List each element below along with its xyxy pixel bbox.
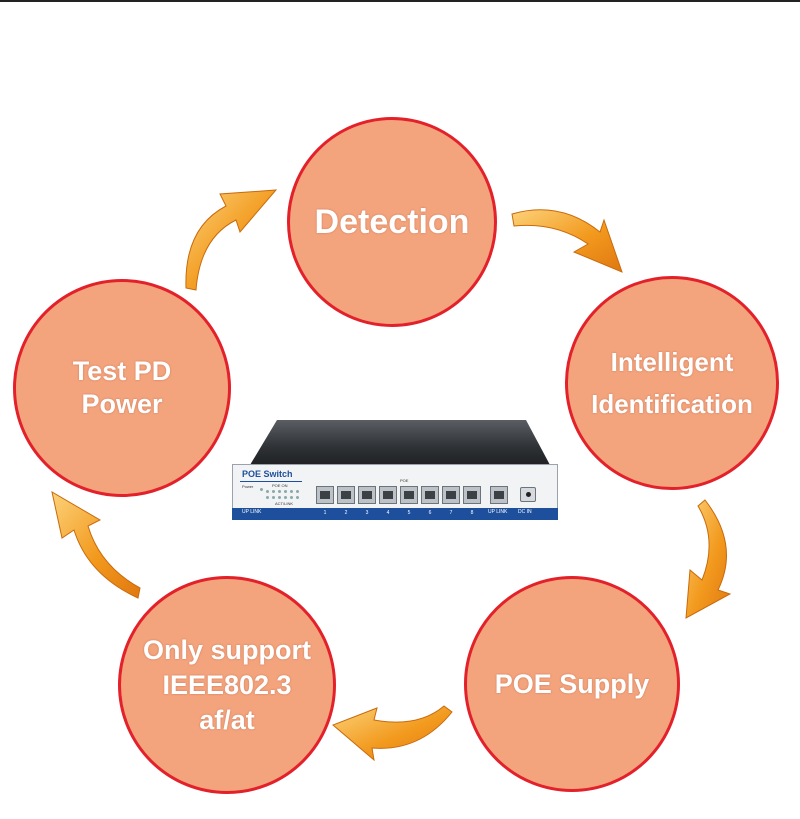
switch-brand-label: POE Switch <box>242 469 293 479</box>
led <box>272 496 275 499</box>
led <box>278 490 281 493</box>
dc-in-label: DC IN <box>518 509 532 515</box>
uplink-left-label: UP LINK <box>242 509 262 515</box>
ieee-support-label: Only support IEEE802.3 af/at <box>143 634 311 735</box>
led <box>266 490 269 493</box>
led <box>284 496 287 499</box>
port-number: 6 <box>428 510 432 516</box>
port-number: 5 <box>407 510 411 516</box>
test-pd-power-node: Test PD Power <box>13 279 231 497</box>
port-number: 4 <box>386 510 390 516</box>
port-number: 2 <box>344 510 348 516</box>
port-number: 1 <box>323 510 327 516</box>
ethernet-port <box>316 486 334 504</box>
poe-on-label: POE ON <box>272 483 288 488</box>
arrow-poe-to-ieee <box>332 705 453 762</box>
ethernet-port <box>337 486 355 504</box>
switch-brand-underline <box>240 481 302 482</box>
led <box>290 490 293 493</box>
led <box>266 496 269 499</box>
ieee-support-node: Only support IEEE802.3 af/at <box>118 576 336 794</box>
ethernet-port <box>358 486 376 504</box>
led <box>278 496 281 499</box>
test-pd-power-label: Test PD Power <box>72 356 172 419</box>
port-number: 7 <box>449 510 453 516</box>
ethernet-port <box>400 486 418 504</box>
ethernet-port <box>421 486 439 504</box>
uplink-port <box>490 486 508 504</box>
ethernet-port <box>379 486 397 504</box>
switch-front-band <box>232 508 558 520</box>
arrow-test-to-detection <box>185 189 278 291</box>
led <box>272 490 275 493</box>
intelligent-identification-label: Intelligent Identification <box>591 347 753 419</box>
detection-label: Detection <box>314 202 470 241</box>
power-led <box>260 488 263 491</box>
led <box>296 490 299 493</box>
led <box>290 496 293 499</box>
port-number: 8 <box>470 510 474 516</box>
poe-ports-label: POE <box>400 478 409 483</box>
dc-power-jack <box>520 487 536 502</box>
top-border-line <box>0 0 800 2</box>
arrow-ieee-to-test <box>51 490 141 599</box>
act-link-label: ACT/LINK <box>275 501 294 506</box>
ethernet-port <box>442 486 460 504</box>
arrow-detection-to-identification <box>511 209 623 273</box>
poe-switch-device: POE Switch Power POE ON POE ACT/LINK UP … <box>230 420 560 530</box>
ethernet-port <box>463 486 481 504</box>
poe-supply-node: POE Supply <box>464 576 680 792</box>
uplink-right-label: UP LINK <box>488 509 508 515</box>
switch-top-panel <box>250 420 550 465</box>
intelligent-identification-node: Intelligent Identification <box>565 276 779 490</box>
power-label: Power <box>242 484 254 489</box>
detection-node: Detection <box>287 117 497 327</box>
arrow-identification-to-poe <box>685 499 732 619</box>
led <box>296 496 299 499</box>
led <box>284 490 287 493</box>
port-number: 3 <box>365 510 369 516</box>
poe-supply-label: POE Supply <box>494 668 650 699</box>
